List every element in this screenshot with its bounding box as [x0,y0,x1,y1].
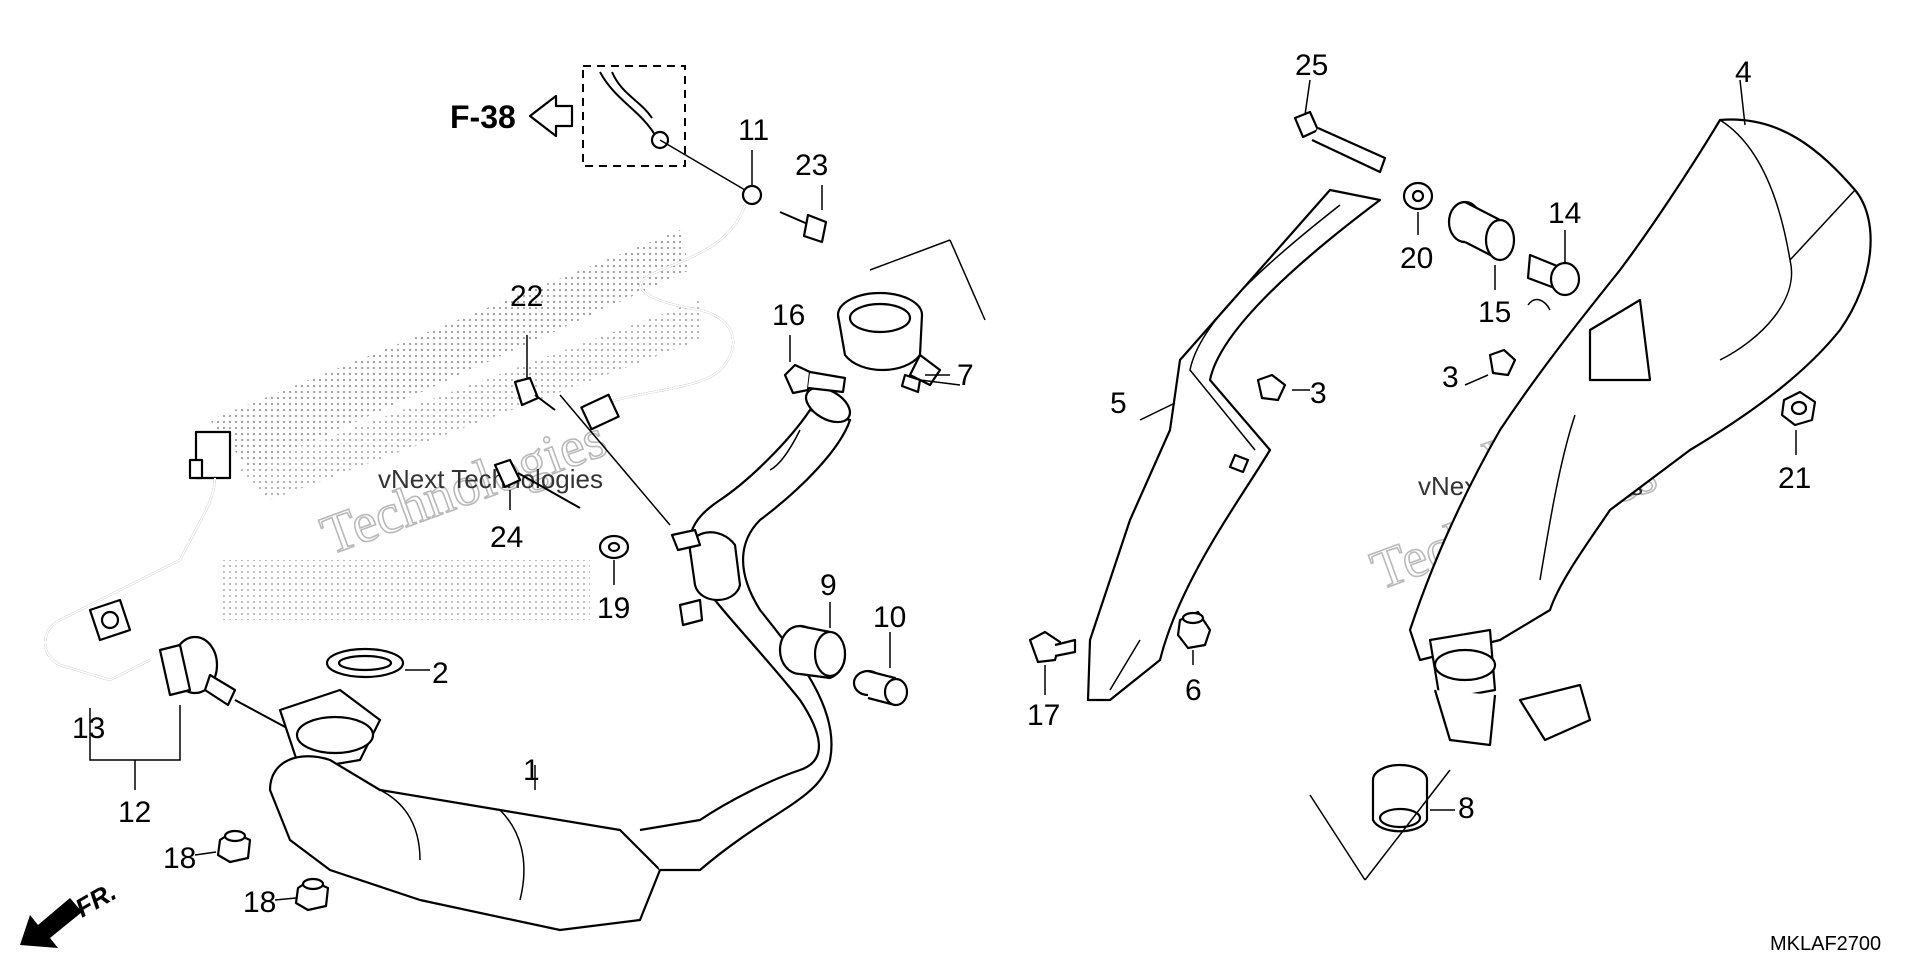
gasket-2[interactable] [325,647,405,679]
callout-3-shield: 3 [1310,377,1327,410]
callout-21: 21 [1778,462,1811,495]
callout-22: 22 [510,280,543,313]
callout-11: 11 [738,114,769,147]
bolt-25[interactable] [1293,110,1387,174]
nut-3-muffler[interactable] [1488,348,1517,377]
grommet-6[interactable] [1176,610,1212,650]
callout-6: 6 [1185,674,1202,707]
washer-19[interactable] [598,534,630,560]
diagram-code: MKLAF2700 [1770,933,1881,955]
ground-wire[interactable] [580,139,763,431]
bolt-17[interactable] [1028,630,1077,664]
callout-13: 13 [72,712,105,745]
callout-1: 1 [523,754,540,787]
leader-lines [89,79,1797,901]
grommet-9[interactable] [778,624,847,680]
front-label: FR. [70,876,121,923]
callout-19: 19 [597,592,630,625]
callout-20: 20 [1400,242,1433,275]
clamp-7[interactable] [836,239,986,394]
exhaust-pipe[interactable] [268,381,856,932]
o2-sensor-wire[interactable] [44,430,232,682]
bolt-23[interactable] [779,211,828,244]
nut-18-upper[interactable] [216,829,252,864]
callout-17: 17 [1027,699,1060,732]
callout-2: 2 [432,657,449,690]
callout-5: 5 [1110,387,1127,420]
callout-15: 15 [1478,296,1511,329]
front-direction-indicator: FR. [20,876,121,948]
reference-box [582,65,686,167]
bolt-22[interactable] [513,376,556,411]
washer-20[interactable] [1402,181,1434,211]
callout-3-muffler: 3 [1442,361,1459,394]
callout-12: 12 [118,796,151,829]
callout-9: 9 [820,569,837,602]
callout-25: 25 [1295,49,1328,82]
reference-label: F-38 [450,99,516,135]
callout-23: 23 [795,149,828,182]
callout-10: 10 [873,601,906,634]
watermark-caption-left: vNext Technologies [378,464,603,494]
callout-16: 16 [772,299,805,332]
front-arrow-icon [20,898,82,948]
bolt-16[interactable] [783,363,847,395]
callout-8: 8 [1458,792,1475,825]
pipe-clamp[interactable] [670,528,742,627]
callout-4: 4 [1735,56,1752,89]
callout-14: 14 [1548,197,1581,230]
reference-f38[interactable]: F-38 [450,65,686,167]
callout-7: 7 [957,359,974,392]
nut-3-shield[interactable] [1256,373,1287,402]
collar-15[interactable] [1447,200,1516,262]
muffler[interactable] [1408,118,1872,747]
honda-wing-logo [210,230,700,620]
callout-18-upper: 18 [163,842,196,875]
callout-24: 24 [490,521,523,554]
nut-18-lower[interactable] [294,877,330,912]
heat-shield[interactable] [1086,188,1382,702]
callout-numbers: 1 2 3 3 4 5 6 7 8 9 10 11 12 13 14 15 16… [72,49,1811,919]
callout-18-lower: 18 [243,886,276,919]
reference-arrow-icon [528,94,574,138]
collar-10[interactable] [852,669,909,707]
collar-14[interactable] [1526,253,1581,297]
collar-8[interactable] [1309,763,1451,881]
o2-sensor[interactable] [158,635,301,736]
bolt-24[interactable] [493,394,671,526]
nut-21[interactable] [1780,390,1817,427]
